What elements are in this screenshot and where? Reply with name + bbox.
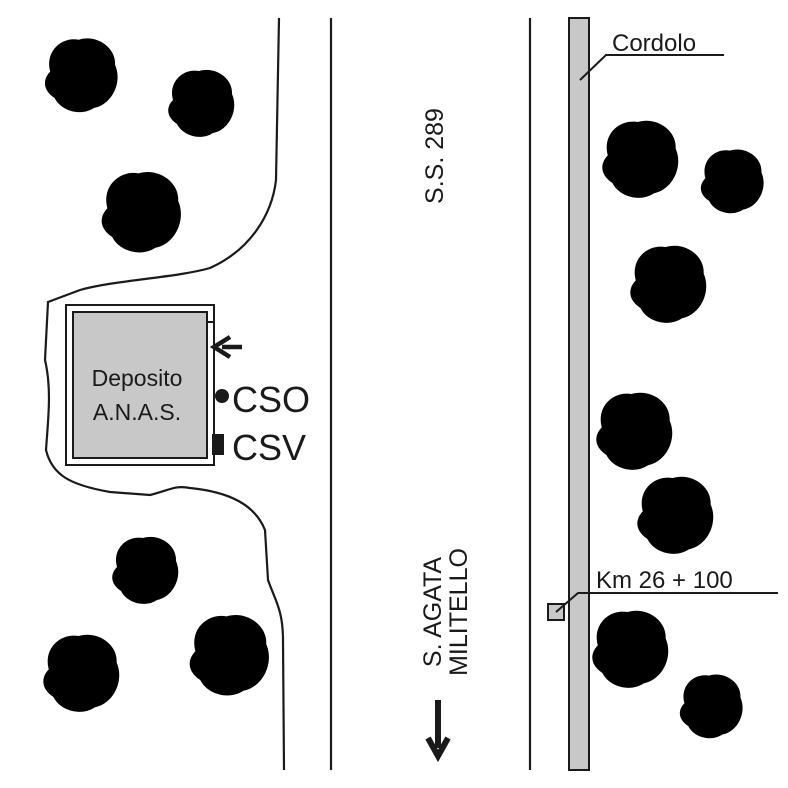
cso-dot-icon bbox=[215, 389, 229, 403]
depot-label-line1: Deposito bbox=[92, 365, 183, 391]
direction-label-line2: MILITELLO bbox=[445, 548, 473, 676]
curb-label: Cordolo bbox=[612, 30, 696, 57]
curb-leader-line bbox=[579, 54, 724, 81]
tree-icon bbox=[112, 536, 179, 604]
cso-label: CSO bbox=[232, 379, 310, 420]
tree-icon bbox=[168, 69, 235, 137]
csv-label: CSV bbox=[232, 427, 306, 468]
tree-icon bbox=[43, 634, 120, 712]
direction-arrow-icon bbox=[425, 700, 451, 763]
tree-icon bbox=[630, 245, 707, 323]
road-name-label: S.S. 289 bbox=[421, 108, 449, 204]
depot-label-line2: A.N.A.S. bbox=[93, 399, 181, 425]
km-marker-label: Km 26 + 100 bbox=[596, 567, 733, 594]
tree-icon bbox=[44, 38, 118, 113]
km-leader-line bbox=[555, 592, 778, 613]
direction-label-line1: S. AGATA bbox=[419, 557, 447, 668]
tree-icon bbox=[592, 610, 669, 688]
entrance-arrow-icon bbox=[209, 335, 242, 359]
curb-strip bbox=[568, 17, 590, 771]
property-boundary bbox=[43, 17, 286, 771]
tree-icon bbox=[602, 120, 679, 198]
tree-icon bbox=[700, 149, 764, 214]
csv-square-icon bbox=[212, 434, 224, 455]
depot-building bbox=[65, 304, 215, 466]
tree-icon bbox=[101, 172, 181, 253]
tree-icon bbox=[189, 615, 269, 696]
tree-icon bbox=[679, 674, 743, 739]
tree-icon bbox=[596, 392, 673, 470]
tree-icon bbox=[637, 476, 714, 554]
